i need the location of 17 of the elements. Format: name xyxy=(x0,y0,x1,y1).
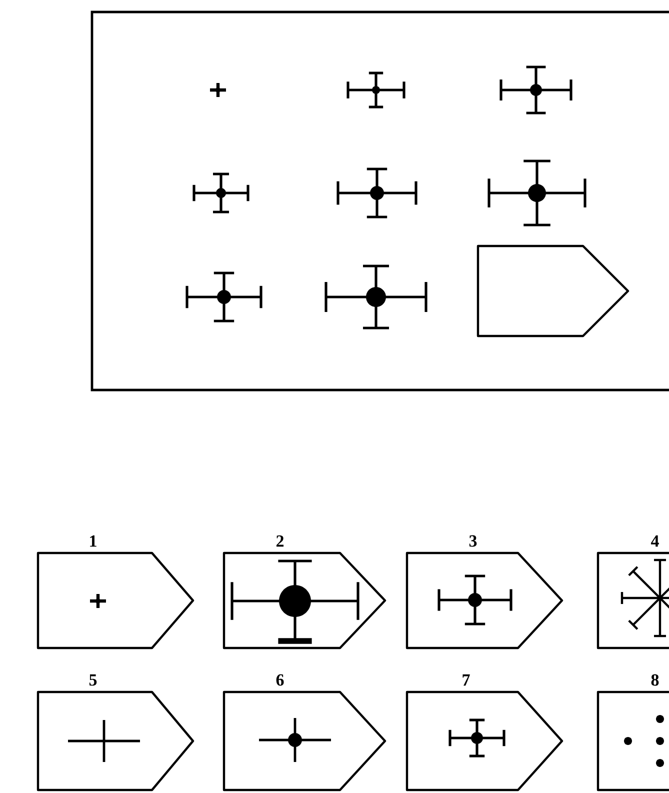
answer-option: 5 xyxy=(36,674,194,792)
answer-option: 3 xyxy=(406,535,564,650)
empty-slot xyxy=(476,244,630,338)
answer-option: 6 xyxy=(222,674,386,792)
node-label: 5 xyxy=(89,674,97,686)
answer-option: 4 xyxy=(596,535,669,650)
answer-option: 8 xyxy=(596,674,669,792)
node-label: 8 xyxy=(651,674,659,686)
node-label: 6 xyxy=(276,674,284,686)
node-label: 7 xyxy=(462,674,470,686)
node-label: 2 xyxy=(276,535,284,547)
answer-option: 7 xyxy=(406,674,564,792)
answer-option: 2 xyxy=(222,535,386,650)
node-label: 3 xyxy=(469,535,477,547)
node-label: 4 xyxy=(650,535,659,547)
answer-option: 1 xyxy=(36,535,194,650)
node-label: 1 xyxy=(90,535,96,547)
